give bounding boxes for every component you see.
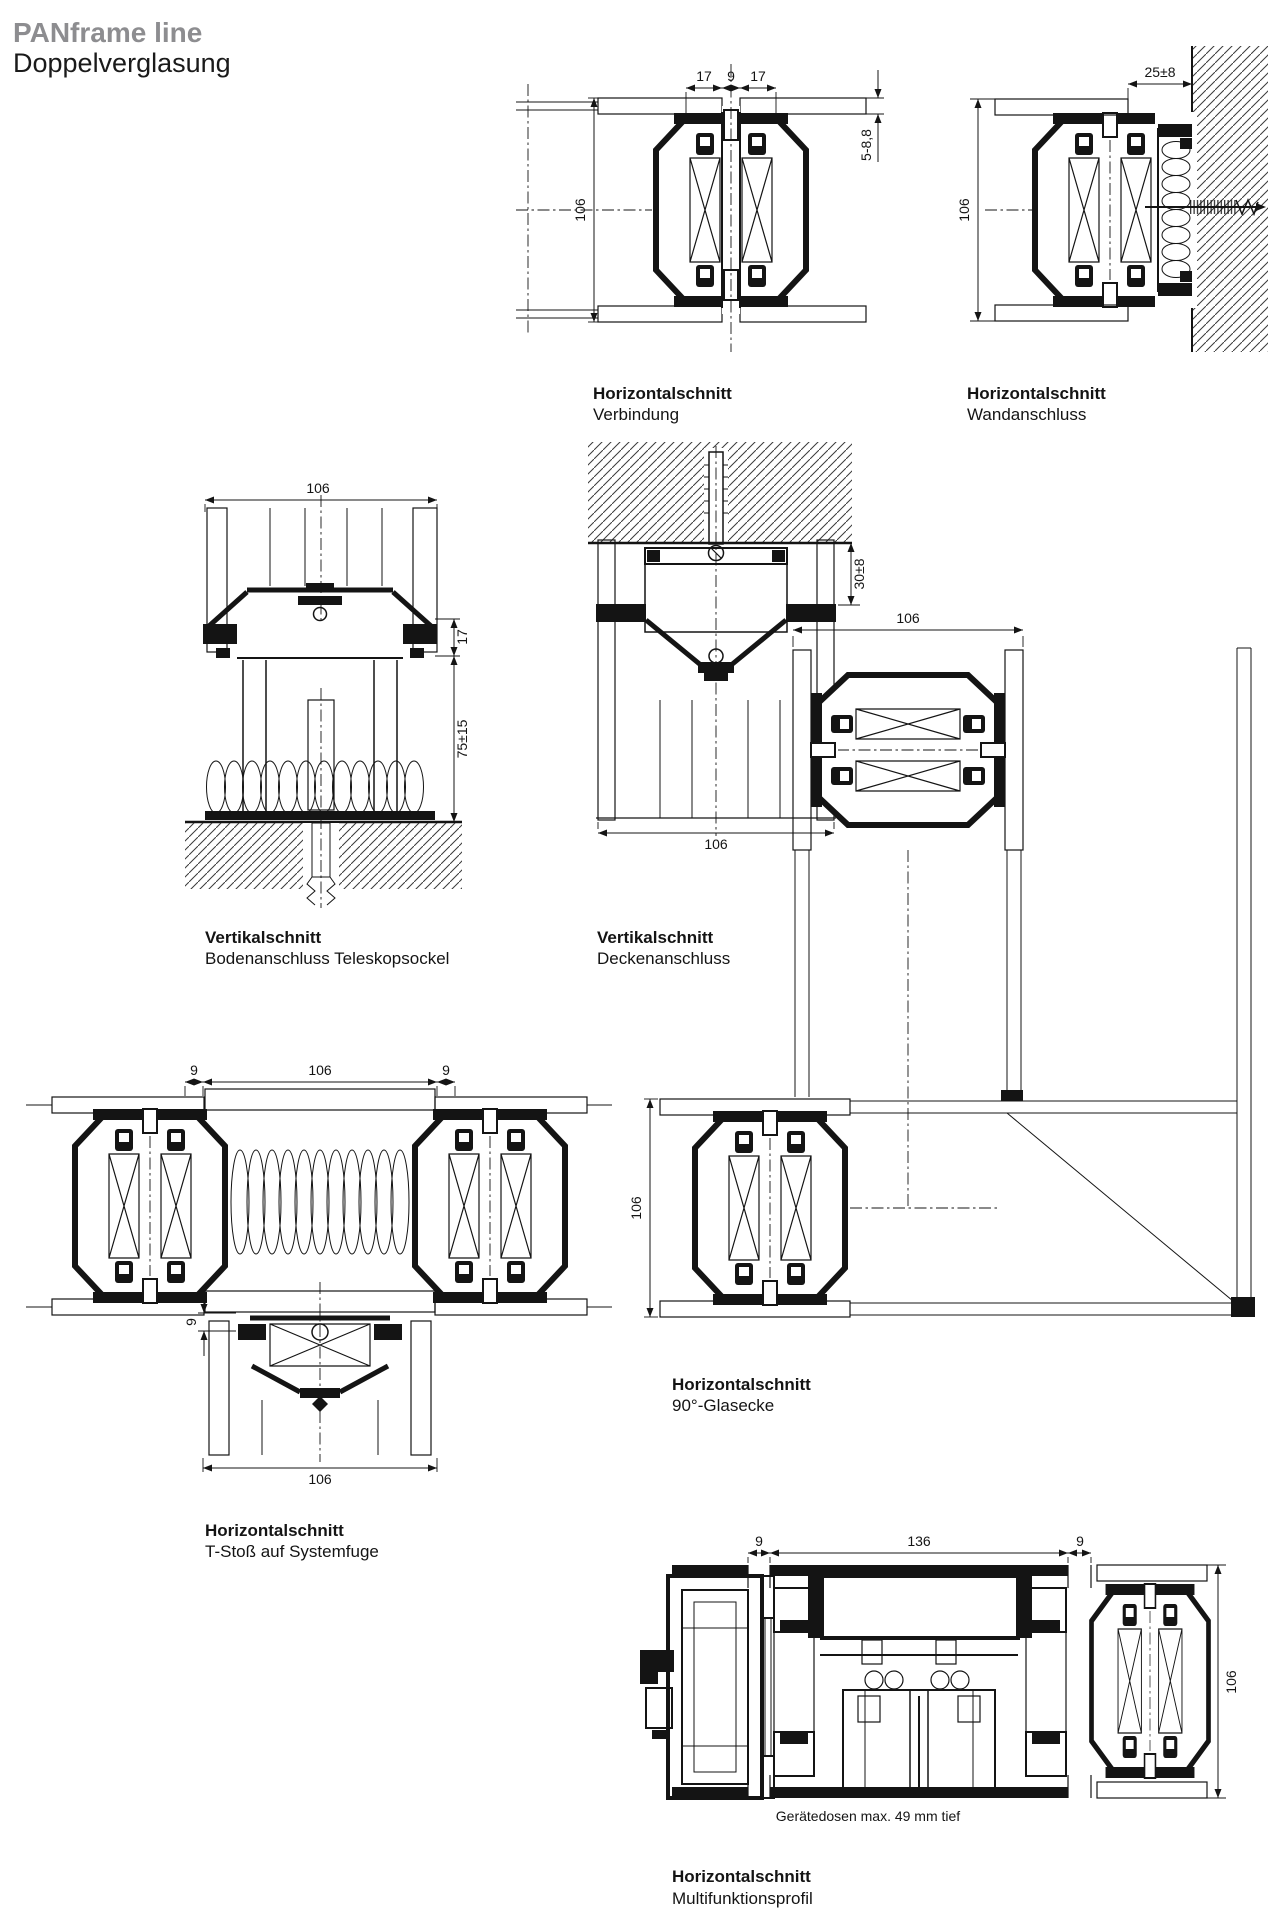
dim-verbindung-106: 106 <box>572 198 588 222</box>
cable-conduits <box>864 1670 970 1690</box>
profile-module <box>695 1111 845 1305</box>
dim-glasecke-top: 106 <box>896 610 920 626</box>
note-geraetedosen: Gerätedosen max. 49 mm tief <box>776 1808 961 1824</box>
label-glasecke-1: Horizontalschnitt <box>672 1375 811 1394</box>
glass-band <box>792 649 812 851</box>
label-wand-1: Horizontalschnitt <box>967 384 1106 403</box>
profile-module <box>415 1109 565 1303</box>
multifunction-block <box>820 1574 1020 1640</box>
glass-band <box>1004 649 1024 851</box>
glass-band <box>994 98 1129 116</box>
dim-multi-136: 136 <box>907 1533 931 1549</box>
handle-hardware <box>640 1650 674 1684</box>
dim-multi-106: 106 <box>1223 1670 1239 1694</box>
label-multi-2: Multifunktionsprofil <box>672 1889 813 1908</box>
glass-band <box>816 539 835 821</box>
label-decken-1: Vertikalschnitt <box>597 928 714 947</box>
profile-module <box>811 675 1005 825</box>
diagram-bodenanschluss: 106 17 75±15 Vertikalschnitt Bodenanschl… <box>185 480 470 968</box>
dim-multi-9r: 9 <box>1076 1533 1084 1549</box>
device-box <box>842 1689 996 1796</box>
dim-wand-25: 25±8 <box>1144 64 1175 80</box>
glass-band <box>410 1320 432 1456</box>
glass-band <box>739 97 867 115</box>
dim-boden-17: 17 <box>454 629 470 645</box>
diagram-verbindung: 17 9 17 106 5-8,8 Horizontalschnitt Verb… <box>516 64 884 424</box>
dim-verbindung-glass: 5-8,8 <box>858 129 874 161</box>
wall-hatch <box>1192 46 1268 352</box>
diagram-multifunktionsprofil: 9 136 9 106 Gerätedosen max. 49 mm tief … <box>640 1533 1239 1908</box>
diagram-tstoss: 9 106 9 9 106 Horizontalschnitt T-Stoß a… <box>26 1062 612 1561</box>
joint-insulation-coil <box>230 1149 410 1255</box>
dim-verbindung-17l: 17 <box>696 68 712 84</box>
label-decken-2: Deckenanschluss <box>597 949 730 968</box>
diagram-deckenanschluss: 106 30±8 Vertikalschnitt Deckenanschluss <box>588 442 867 968</box>
dim-tstoss-9r: 9 <box>442 1062 450 1078</box>
glass-band <box>597 97 723 115</box>
label-tstoss-1: Horizontalschnitt <box>205 1521 344 1540</box>
label-verbindung-1: Horizontalschnitt <box>593 384 732 403</box>
dim-verbindung-9: 9 <box>727 68 735 84</box>
label-boden-2: Bodenanschluss Teleskopsockel <box>205 949 449 968</box>
dim-verbindung-17r: 17 <box>750 68 766 84</box>
label-wand-2: Wandanschluss <box>967 405 1086 424</box>
corner-seal <box>1231 1297 1255 1317</box>
profile-module <box>75 1109 225 1303</box>
dim-boden-106: 106 <box>306 480 330 496</box>
dim-multi-9l: 9 <box>755 1533 763 1549</box>
glass-band <box>208 1320 230 1456</box>
insulation-coil <box>1161 141 1191 278</box>
glass-band <box>994 304 1129 322</box>
glass-band <box>739 305 867 323</box>
insulation-coil <box>206 760 424 814</box>
dim-tstoss-9joint: 9 <box>183 1318 199 1326</box>
dim-decken-106: 106 <box>704 836 728 852</box>
glass-band <box>597 305 723 323</box>
glass-band <box>597 539 616 821</box>
diagram-wandanschluss: 25±8 106 Horizontalschnitt Wandanschluss <box>956 46 1268 424</box>
dim-glasecke-left: 106 <box>628 1196 644 1220</box>
glass-band <box>1096 1564 1208 1582</box>
dim-wand-106: 106 <box>956 198 972 222</box>
label-glasecke-2: 90°-Glasecke <box>672 1396 774 1415</box>
corner-glass-lines <box>794 647 1252 1316</box>
page-title-brand: PANframe line <box>13 17 202 48</box>
label-multi-1: Horizontalschnitt <box>672 1867 811 1886</box>
glass-band <box>1096 1781 1208 1799</box>
label-boden-1: Vertikalschnitt <box>205 928 322 947</box>
dim-tstoss-9l: 9 <box>190 1062 198 1078</box>
glass-band <box>412 507 438 653</box>
title-block: PANframe line Doppelverglasung <box>13 17 231 78</box>
dim-tstoss-106t: 106 <box>308 1062 332 1078</box>
dim-boden-75: 75±15 <box>454 719 470 758</box>
label-verbindung-2: Verbindung <box>593 405 679 424</box>
diagram-glasecke: 106 106 Horizontalschnitt 90°-Glasecke <box>628 610 1255 1415</box>
dim-tstoss-106b: 106 <box>308 1471 332 1487</box>
profile-module <box>1092 1584 1209 1778</box>
dim-decken-30: 30±8 <box>851 558 867 589</box>
joint-gasket-band <box>204 1088 436 1111</box>
label-tstoss-2: T-Stoß auf Systemfuge <box>205 1542 379 1561</box>
page-title-sub: Doppelverglasung <box>13 48 231 78</box>
